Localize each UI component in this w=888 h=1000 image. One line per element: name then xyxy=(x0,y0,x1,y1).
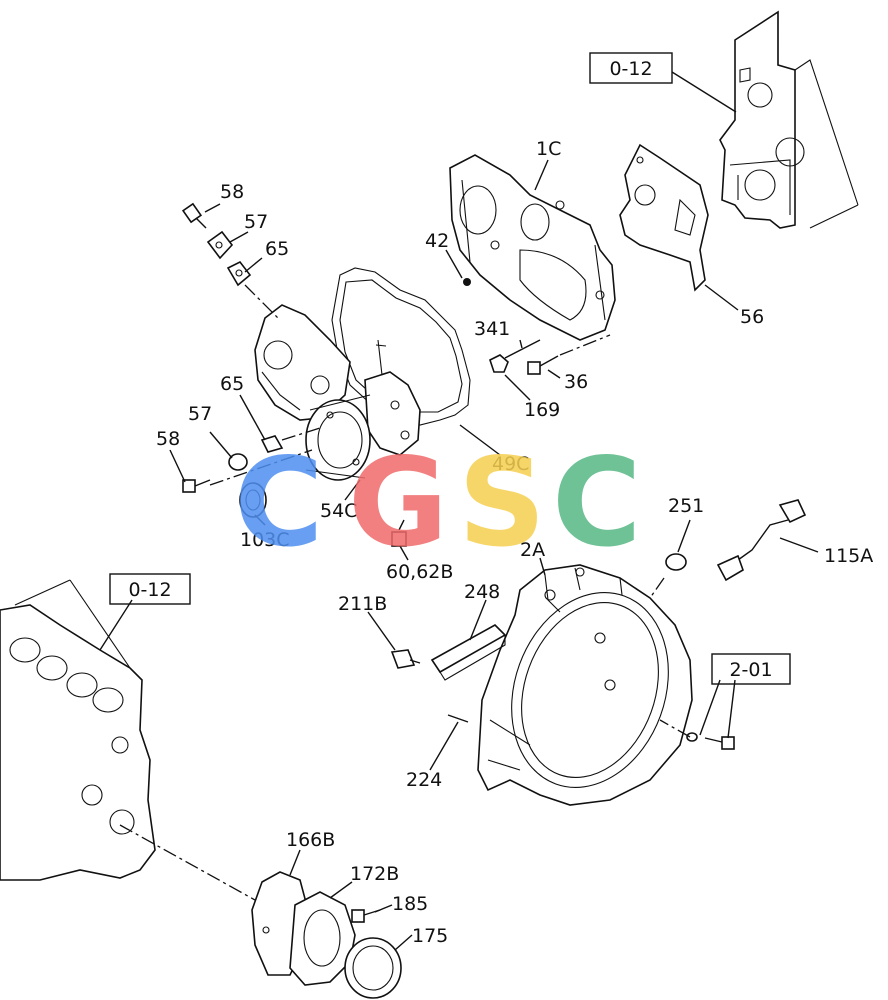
engine-block-left xyxy=(0,579,156,881)
callout-251: 251 xyxy=(668,495,704,517)
gasket-56 xyxy=(619,143,709,292)
callout-labels: 58 57 65 1C 42 56 341 36 169 65 57 58 49… xyxy=(156,138,873,947)
callout-58-upper: 58 xyxy=(220,181,244,203)
ref-label-left: 0-12 xyxy=(128,579,171,601)
callout-1c: 1C xyxy=(536,138,561,160)
leader-lines xyxy=(99,71,819,951)
callout-57-upper: 57 xyxy=(244,211,268,233)
alignment-lines xyxy=(119,284,691,901)
bolts-2-01 xyxy=(686,732,735,750)
watermark-letter-2: G xyxy=(348,432,448,574)
sensor-115a xyxy=(716,499,807,582)
stud-224 xyxy=(447,714,469,723)
flywheel-housing-2a xyxy=(477,564,693,806)
callout-224: 224 xyxy=(406,769,442,791)
callout-65-lower: 65 xyxy=(220,373,244,395)
watermark-letter-3: S xyxy=(458,432,546,574)
bolt-58-lower xyxy=(182,479,211,493)
callout-166b: 166B xyxy=(286,829,335,851)
bracket-248 xyxy=(430,624,507,681)
callout-54c: 54C xyxy=(320,500,357,522)
callout-103c: 103C xyxy=(240,529,290,551)
ref-label-right: 2-01 xyxy=(729,659,772,681)
bolt-211b xyxy=(390,649,421,669)
plug-251 xyxy=(665,553,687,571)
nut-169 xyxy=(489,354,509,373)
callout-58-lower: 58 xyxy=(156,428,180,450)
callout-341: 341 xyxy=(474,318,510,340)
callout-248: 248 xyxy=(464,581,500,603)
callout-49c: 49C xyxy=(492,453,529,475)
ref-box-left: 0-12 xyxy=(109,573,191,605)
plug-42 xyxy=(463,278,471,286)
ref-box-right: 2-01 xyxy=(711,653,791,685)
bolt-58-upper xyxy=(181,202,207,229)
callout-36: 36 xyxy=(564,371,588,393)
callout-65-upper: 65 xyxy=(265,238,289,260)
gasket-49c xyxy=(331,267,471,426)
ref-label-top-right: 0-12 xyxy=(609,58,652,80)
callout-42: 42 xyxy=(425,230,449,252)
callout-60-62b: 60,62B xyxy=(386,561,453,583)
cover-plate-57-upper xyxy=(206,230,234,260)
watermark-letter-4: C xyxy=(552,432,642,574)
oil-pump-54c xyxy=(305,339,421,481)
watermark-letter-1: C xyxy=(234,432,324,574)
oil-seal-103c xyxy=(239,482,267,518)
callout-56: 56 xyxy=(740,306,764,328)
stud-341 xyxy=(504,339,541,359)
gasket-65-upper xyxy=(226,260,252,287)
callout-211b: 211B xyxy=(338,593,387,615)
bolt-36 xyxy=(527,355,559,375)
engine-block-top-right xyxy=(719,10,859,229)
oil-seal-175 xyxy=(344,937,402,999)
callout-115a: 115A xyxy=(824,545,873,567)
timing-case-1c xyxy=(449,154,616,341)
cover-plate-57-lower xyxy=(228,453,248,471)
callout-57-lower: 57 xyxy=(188,403,212,425)
callout-169: 169 xyxy=(524,399,560,421)
callout-175: 175 xyxy=(412,925,448,947)
callout-185: 185 xyxy=(392,893,428,915)
watermark: C G S C xyxy=(234,432,642,574)
ref-box-top-right: 0-12 xyxy=(589,52,673,84)
bolt-60-62b xyxy=(391,519,407,547)
callout-172b: 172B xyxy=(350,863,399,885)
callout-2a: 2A xyxy=(520,539,545,561)
gasket-65-lower xyxy=(260,435,284,453)
